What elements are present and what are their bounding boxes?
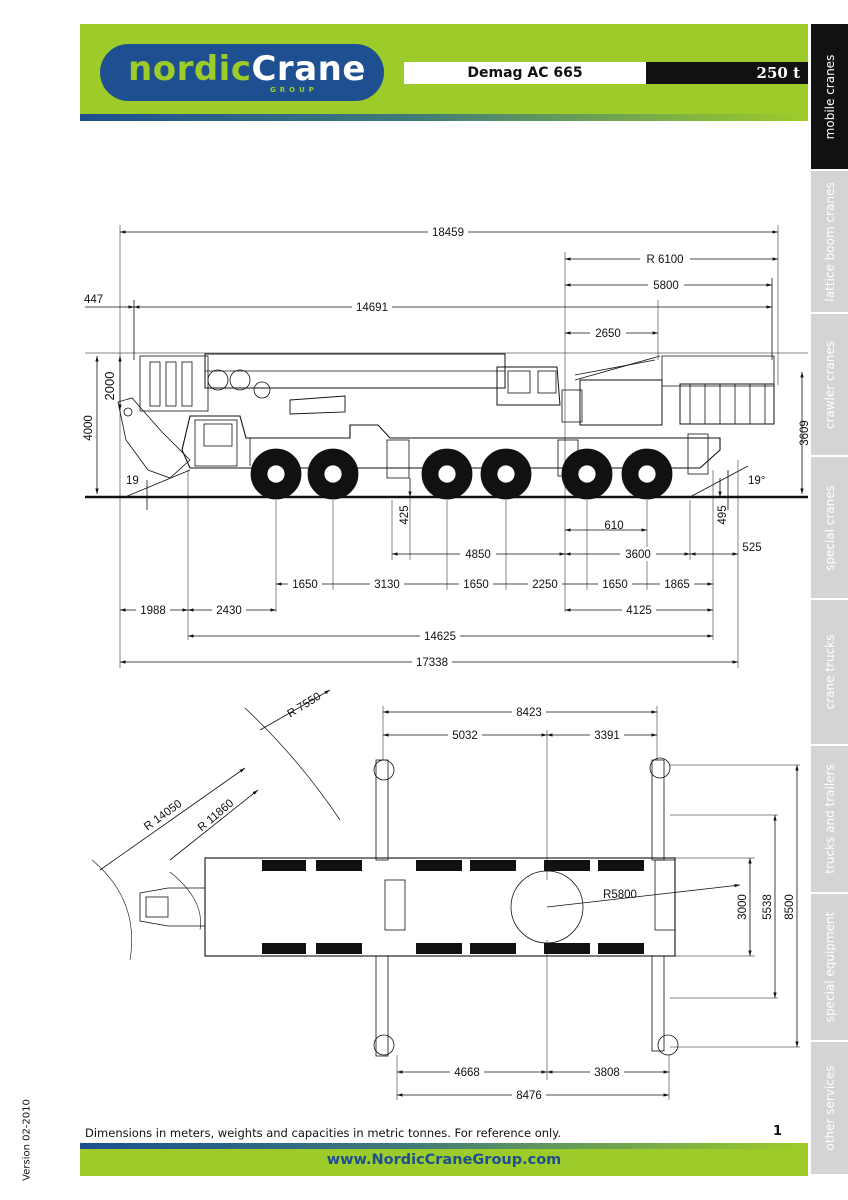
dim-14691: 14691 [356, 302, 388, 314]
dim-axle-1650c: 1650 [602, 579, 628, 591]
dim-3000: 3000 [737, 894, 749, 920]
side-view-wheels [250, 448, 673, 500]
dim-r11860: R 11860 [196, 797, 236, 834]
dim-r6100: R 6100 [646, 254, 683, 266]
dim-4668: 4668 [454, 1067, 480, 1079]
logo-wordmark: nordicCrane [128, 49, 366, 89]
page-number: 1 [773, 1124, 783, 1139]
tab-other-services[interactable]: other services [811, 1042, 848, 1176]
model-title-box: Demag AC 665 [404, 62, 646, 84]
dim-17338: 17338 [416, 657, 448, 669]
dim-3391: 3391 [594, 730, 620, 742]
dim-4000: 4000 [83, 415, 95, 441]
dim-4850: 4850 [465, 549, 491, 561]
capacity-value: 250 t [756, 64, 800, 82]
category-sidebar: mobile cranes lattice boom cranes crawle… [811, 24, 848, 1176]
side-view-crane [85, 225, 808, 668]
tab-crawler-cranes[interactable]: crawler cranes [811, 314, 848, 457]
logo-part-nordic: nordic [128, 49, 252, 89]
capacity-box: 250 t [646, 62, 808, 84]
logo-group-label: GROUP [270, 86, 318, 94]
model-title: Demag AC 665 [467, 65, 583, 81]
header-gradient-strip [80, 114, 808, 121]
dim-3600: 3600 [625, 549, 651, 561]
dim-r5800: R5800 [603, 889, 637, 901]
dim-5032: 5032 [452, 730, 478, 742]
dim-4125: 4125 [626, 605, 652, 617]
dim-8476: 8476 [516, 1090, 542, 1102]
dim-447: 447 [84, 294, 103, 306]
logo-part-crane: Crane [251, 49, 366, 89]
dim-3609: 3609 [799, 420, 811, 446]
top-view-crane [91, 689, 800, 1100]
dim-8423: 8423 [516, 707, 542, 719]
dim-18459: 18459 [432, 227, 464, 239]
dim-3808: 3808 [594, 1067, 620, 1079]
dim-axle-1650b: 1650 [463, 579, 489, 591]
tab-mobile-cranes[interactable]: mobile cranes [811, 24, 848, 171]
dim-angle-front: 19 [126, 475, 139, 487]
tab-special-cranes[interactable]: special cranes [811, 457, 848, 600]
dim-495: 495 [717, 505, 729, 524]
footer-disclaimer: Dimensions in meters, weights and capaci… [85, 1126, 562, 1140]
company-logo[interactable] [100, 44, 384, 101]
tab-crane-trucks[interactable]: crane trucks [811, 600, 848, 746]
dim-425: 425 [399, 505, 411, 524]
dim-5800: 5800 [653, 280, 679, 292]
dim-5538: 5538 [762, 894, 774, 920]
dim-1988: 1988 [140, 605, 166, 617]
tab-special-equipment[interactable]: special equipment [811, 894, 848, 1042]
dim-axle-2250: 2250 [532, 579, 558, 591]
dim-axle-1865: 1865 [664, 579, 690, 591]
dim-axle-3130: 3130 [374, 579, 400, 591]
dim-r7550: R 7550 [286, 691, 324, 721]
dim-2650: 2650 [595, 328, 621, 340]
dim-14625: 14625 [424, 631, 456, 643]
top-view-wheels [262, 860, 644, 954]
dim-angle-rear: 19° [748, 475, 765, 487]
footer-gradient-strip [80, 1143, 808, 1149]
dim-2000: 2000 [102, 372, 117, 401]
tab-trucks-and-trailers[interactable]: trucks and trailers [811, 746, 848, 894]
dim-525: 525 [742, 542, 761, 554]
dim-axle-1650a: 1650 [292, 579, 318, 591]
dim-8500: 8500 [784, 894, 796, 920]
footer-bar [80, 1146, 808, 1176]
tab-lattice-boom-cranes[interactable]: lattice boom cranes [811, 171, 848, 314]
website-link[interactable]: www.NordicCraneGroup.com [326, 1152, 562, 1168]
version-label: Version 02-2010 [21, 1099, 33, 1181]
dim-610: 610 [604, 520, 623, 532]
dim-2430: 2430 [216, 605, 242, 617]
